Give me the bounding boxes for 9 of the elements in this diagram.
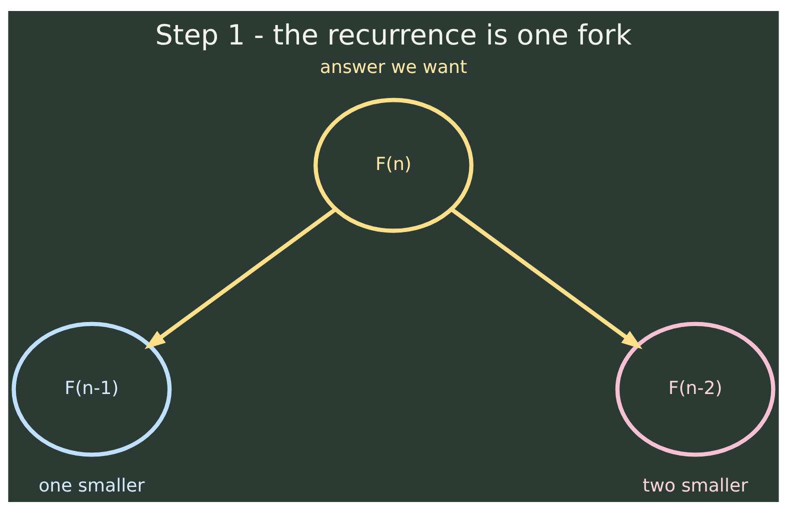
node-ellipse: F(n-1) [12, 321, 172, 456]
node-ellipse: F(n-2) [615, 321, 776, 456]
node-label: answer we want [320, 56, 468, 78]
node-ellipse: F(n) [314, 97, 474, 232]
arrow [144, 207, 337, 349]
diagram-title: Step 1 - the recurrence is one fork [155, 18, 632, 51]
node-label: two smaller [642, 474, 748, 496]
arrow [450, 207, 642, 349]
node-label: one smaller [38, 474, 145, 496]
